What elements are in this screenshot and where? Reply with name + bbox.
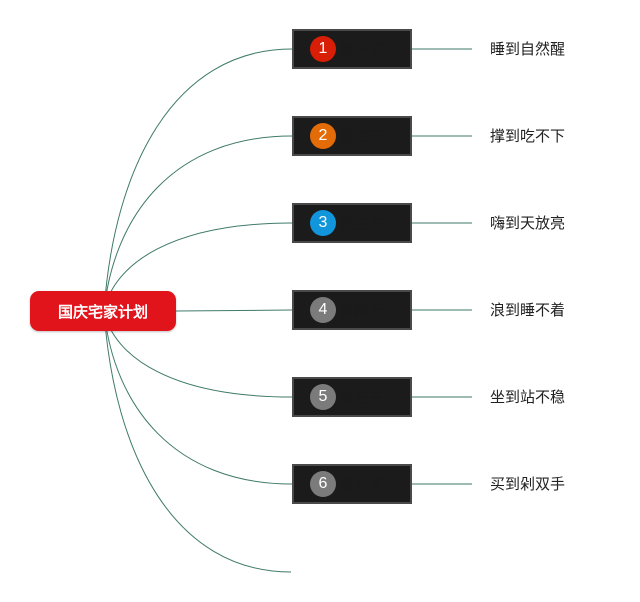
day-3-number-badge: 3 [310, 210, 336, 236]
day-2-number-badge: 2 [310, 123, 336, 149]
day-6-label: 第六天 [338, 475, 385, 494]
day-3-leaf[interactable]: 嗨到天放亮 [490, 214, 566, 232]
day-node-5[interactable]: 5 第五天 [292, 377, 412, 417]
day-1-label: 第一天 [338, 40, 385, 59]
root-label: 国庆宅家计划 [57, 302, 148, 321]
day-6-number-badge: 6 [310, 471, 336, 497]
day-node-6[interactable]: 6 第六天 [292, 464, 412, 504]
day-5-leaf[interactable]: 坐到站不稳 [490, 388, 566, 406]
day-5-number-badge: 5 [310, 384, 336, 410]
day-node-1[interactable]: 1 第一天 [292, 29, 412, 69]
root-node[interactable]: 国庆宅家计划 [30, 291, 176, 331]
day-node-2[interactable]: 2 第二天 [292, 116, 412, 156]
day-2-label: 第二天 [338, 127, 385, 146]
day-2-leaf[interactable]: 撑到吃不下 [490, 127, 566, 145]
connector-branch-empty [103, 310, 292, 573]
day-5-label: 第五天 [338, 388, 385, 407]
day-node-4[interactable]: 4 第四天 [292, 290, 412, 330]
connector-branch-day-4 [175, 309, 293, 312]
connector-branch-day-6 [103, 310, 293, 485]
day-4-number-badge: 4 [310, 297, 336, 323]
day-6-leaf[interactable]: 买到剁双手 [490, 475, 566, 493]
day-3-label: 第三天 [338, 214, 385, 233]
connector-branch-day-2 [103, 135, 293, 312]
day-node-3[interactable]: 3 第三天 [292, 203, 412, 243]
day-1-number-badge: 1 [310, 36, 336, 62]
day-1-leaf[interactable]: 睡到自然醒 [490, 40, 566, 58]
day-4-leaf[interactable]: 浪到睡不着 [490, 301, 566, 319]
connector-branch-day-1 [103, 48, 293, 312]
day-4-label: 第四天 [338, 301, 385, 320]
